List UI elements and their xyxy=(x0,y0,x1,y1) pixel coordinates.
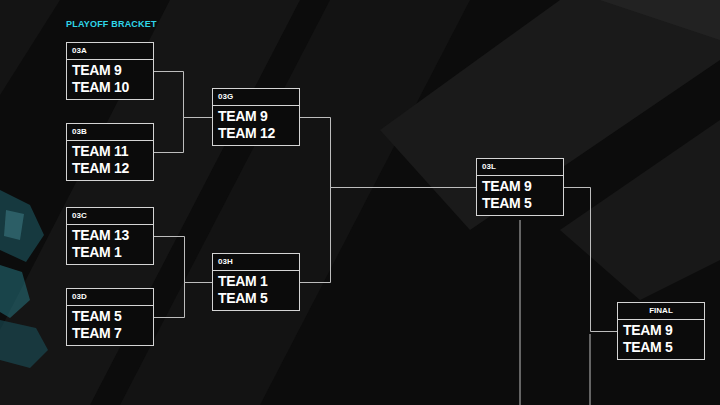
match-label: 03L xyxy=(477,159,563,176)
team-list: TEAM 9TEAM 10 xyxy=(67,60,153,99)
bracket-connector xyxy=(154,237,212,283)
bracket-connector xyxy=(154,118,212,153)
team-name: TEAM 9 xyxy=(72,62,148,79)
bracket-connector xyxy=(300,188,476,283)
team-name: TEAM 11 xyxy=(72,143,148,160)
team-list: TEAM 9TEAM 12 xyxy=(213,106,299,145)
bracket-line xyxy=(590,334,591,405)
match-box: 03DTEAM 5TEAM 7 xyxy=(66,288,154,346)
team-name: TEAM 5 xyxy=(218,290,294,307)
bracket-title: PLAYOFF BRACKET xyxy=(66,19,157,29)
team-name: TEAM 5 xyxy=(623,339,699,356)
team-list: TEAM 9TEAM 5 xyxy=(477,176,563,215)
match-box: 03BTEAM 11TEAM 12 xyxy=(66,123,154,181)
bracket-connector xyxy=(300,118,476,188)
team-name: TEAM 12 xyxy=(72,160,148,177)
team-list: TEAM 11TEAM 12 xyxy=(67,141,153,180)
match-label: 03H xyxy=(213,254,299,271)
team-list: TEAM 5TEAM 7 xyxy=(67,306,153,345)
team-list: TEAM 1TEAM 5 xyxy=(213,271,299,310)
team-list: TEAM 9TEAM 5 xyxy=(618,320,704,359)
team-name: TEAM 7 xyxy=(72,325,148,342)
match-label: 03D xyxy=(67,289,153,306)
team-name: TEAM 9 xyxy=(218,108,294,125)
match-label: 03C xyxy=(67,208,153,225)
team-name: TEAM 10 xyxy=(72,79,148,96)
match-box: 03CTEAM 13TEAM 1 xyxy=(66,207,154,265)
team-list: TEAM 13TEAM 1 xyxy=(67,225,153,264)
bracket-connector xyxy=(154,72,212,118)
team-name: TEAM 5 xyxy=(72,308,148,325)
match-box: 03GTEAM 9TEAM 12 xyxy=(212,88,300,146)
team-name: TEAM 1 xyxy=(218,273,294,290)
match-label: 03G xyxy=(213,89,299,106)
team-name: TEAM 9 xyxy=(482,178,558,195)
bracket-connector xyxy=(154,283,212,318)
team-name: TEAM 13 xyxy=(72,227,148,244)
match-box: 03HTEAM 1TEAM 5 xyxy=(212,253,300,311)
team-name: TEAM 1 xyxy=(72,244,148,261)
team-name: TEAM 9 xyxy=(623,322,699,339)
match-box: 03LTEAM 9TEAM 5 xyxy=(476,158,564,216)
match-label: FINAL xyxy=(618,303,704,320)
match-label: 03B xyxy=(67,124,153,141)
bracket-connector xyxy=(564,188,617,332)
team-name: TEAM 5 xyxy=(482,195,558,212)
bracket-line xyxy=(520,220,521,405)
match-box: 03ATEAM 9TEAM 10 xyxy=(66,42,154,100)
team-name: TEAM 12 xyxy=(218,125,294,142)
match-box: FINALTEAM 9TEAM 5 xyxy=(617,302,705,360)
match-label: 03A xyxy=(67,43,153,60)
